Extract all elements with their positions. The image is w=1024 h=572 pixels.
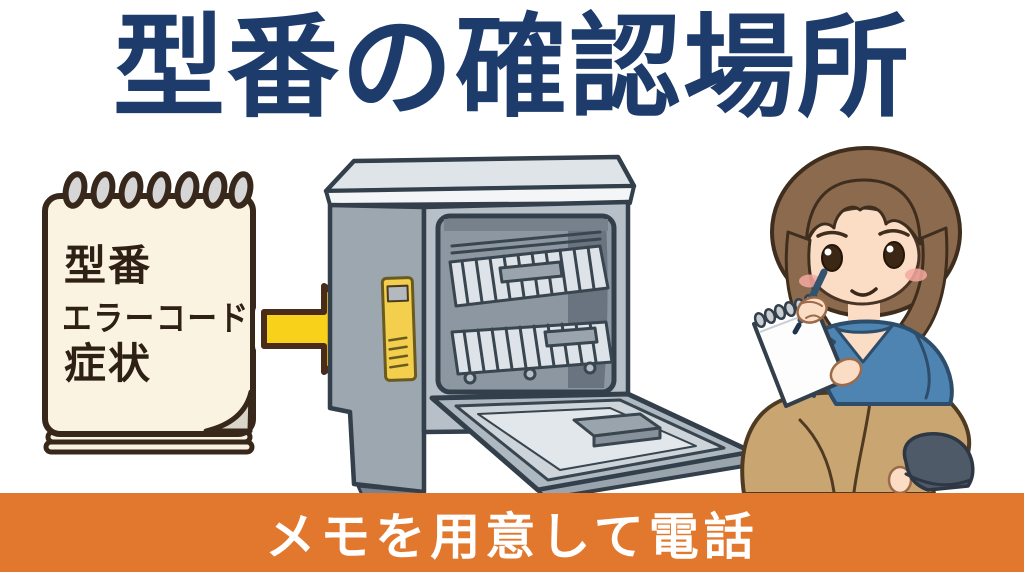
spiral-ring <box>90 171 116 209</box>
eye-highlight <box>886 245 894 253</box>
bangs <box>804 178 922 248</box>
page-curl <box>203 389 254 434</box>
pants-crease <box>852 400 872 494</box>
eyebrow <box>878 229 910 237</box>
shoe <box>902 432 975 492</box>
fingers <box>799 300 823 319</box>
lower-rack-handle <box>543 326 599 348</box>
pants-crease <box>798 418 836 494</box>
shoe-sole <box>904 472 972 487</box>
lower-rack <box>450 320 614 385</box>
page-title: 型番の確認場所 <box>113 5 911 130</box>
interior-top-shadow <box>444 219 608 231</box>
spiral-rings <box>62 171 254 209</box>
memo-line-model-number: 型番 <box>64 242 152 289</box>
memo-line-error-code: エラーコード <box>62 300 250 338</box>
sleeve-seam <box>914 332 931 400</box>
label-barcode-area <box>386 284 409 303</box>
spiral-ring <box>228 171 254 209</box>
spiral-ring <box>118 171 144 209</box>
eye <box>821 244 843 272</box>
eye-highlight <box>824 248 832 256</box>
mouth <box>850 287 878 297</box>
spiral-ring <box>62 171 88 209</box>
blush <box>905 268 927 282</box>
woman-illustration <box>740 146 975 496</box>
face-features <box>799 229 927 297</box>
memo-pad-illustration: 型番 エラーコード 症状 <box>42 171 256 455</box>
upper-rack <box>448 230 610 308</box>
rack-wheel <box>523 367 537 381</box>
label-text-lines <box>388 336 409 369</box>
rack-wheel <box>583 361 597 375</box>
upper-rack-handle <box>498 260 564 284</box>
spiral-ring <box>146 171 172 209</box>
memo-line-symptom: 症状 <box>64 340 152 387</box>
eyebrow <box>816 230 848 238</box>
banner-text: メモを用意して電話 <box>265 508 759 565</box>
pen-tip <box>792 322 802 335</box>
bottom-banner: メモを用意して電話 <box>0 493 1024 572</box>
model-number-label <box>380 276 418 382</box>
v-neck <box>834 324 894 364</box>
dishwasher-illustration <box>323 154 758 502</box>
detergent-dispenser <box>572 412 662 448</box>
rack-wheel <box>463 371 477 385</box>
eye <box>883 241 905 269</box>
hand-holding-pad <box>829 357 863 387</box>
spiral-ring <box>202 171 228 209</box>
spiral-ring <box>174 171 200 209</box>
